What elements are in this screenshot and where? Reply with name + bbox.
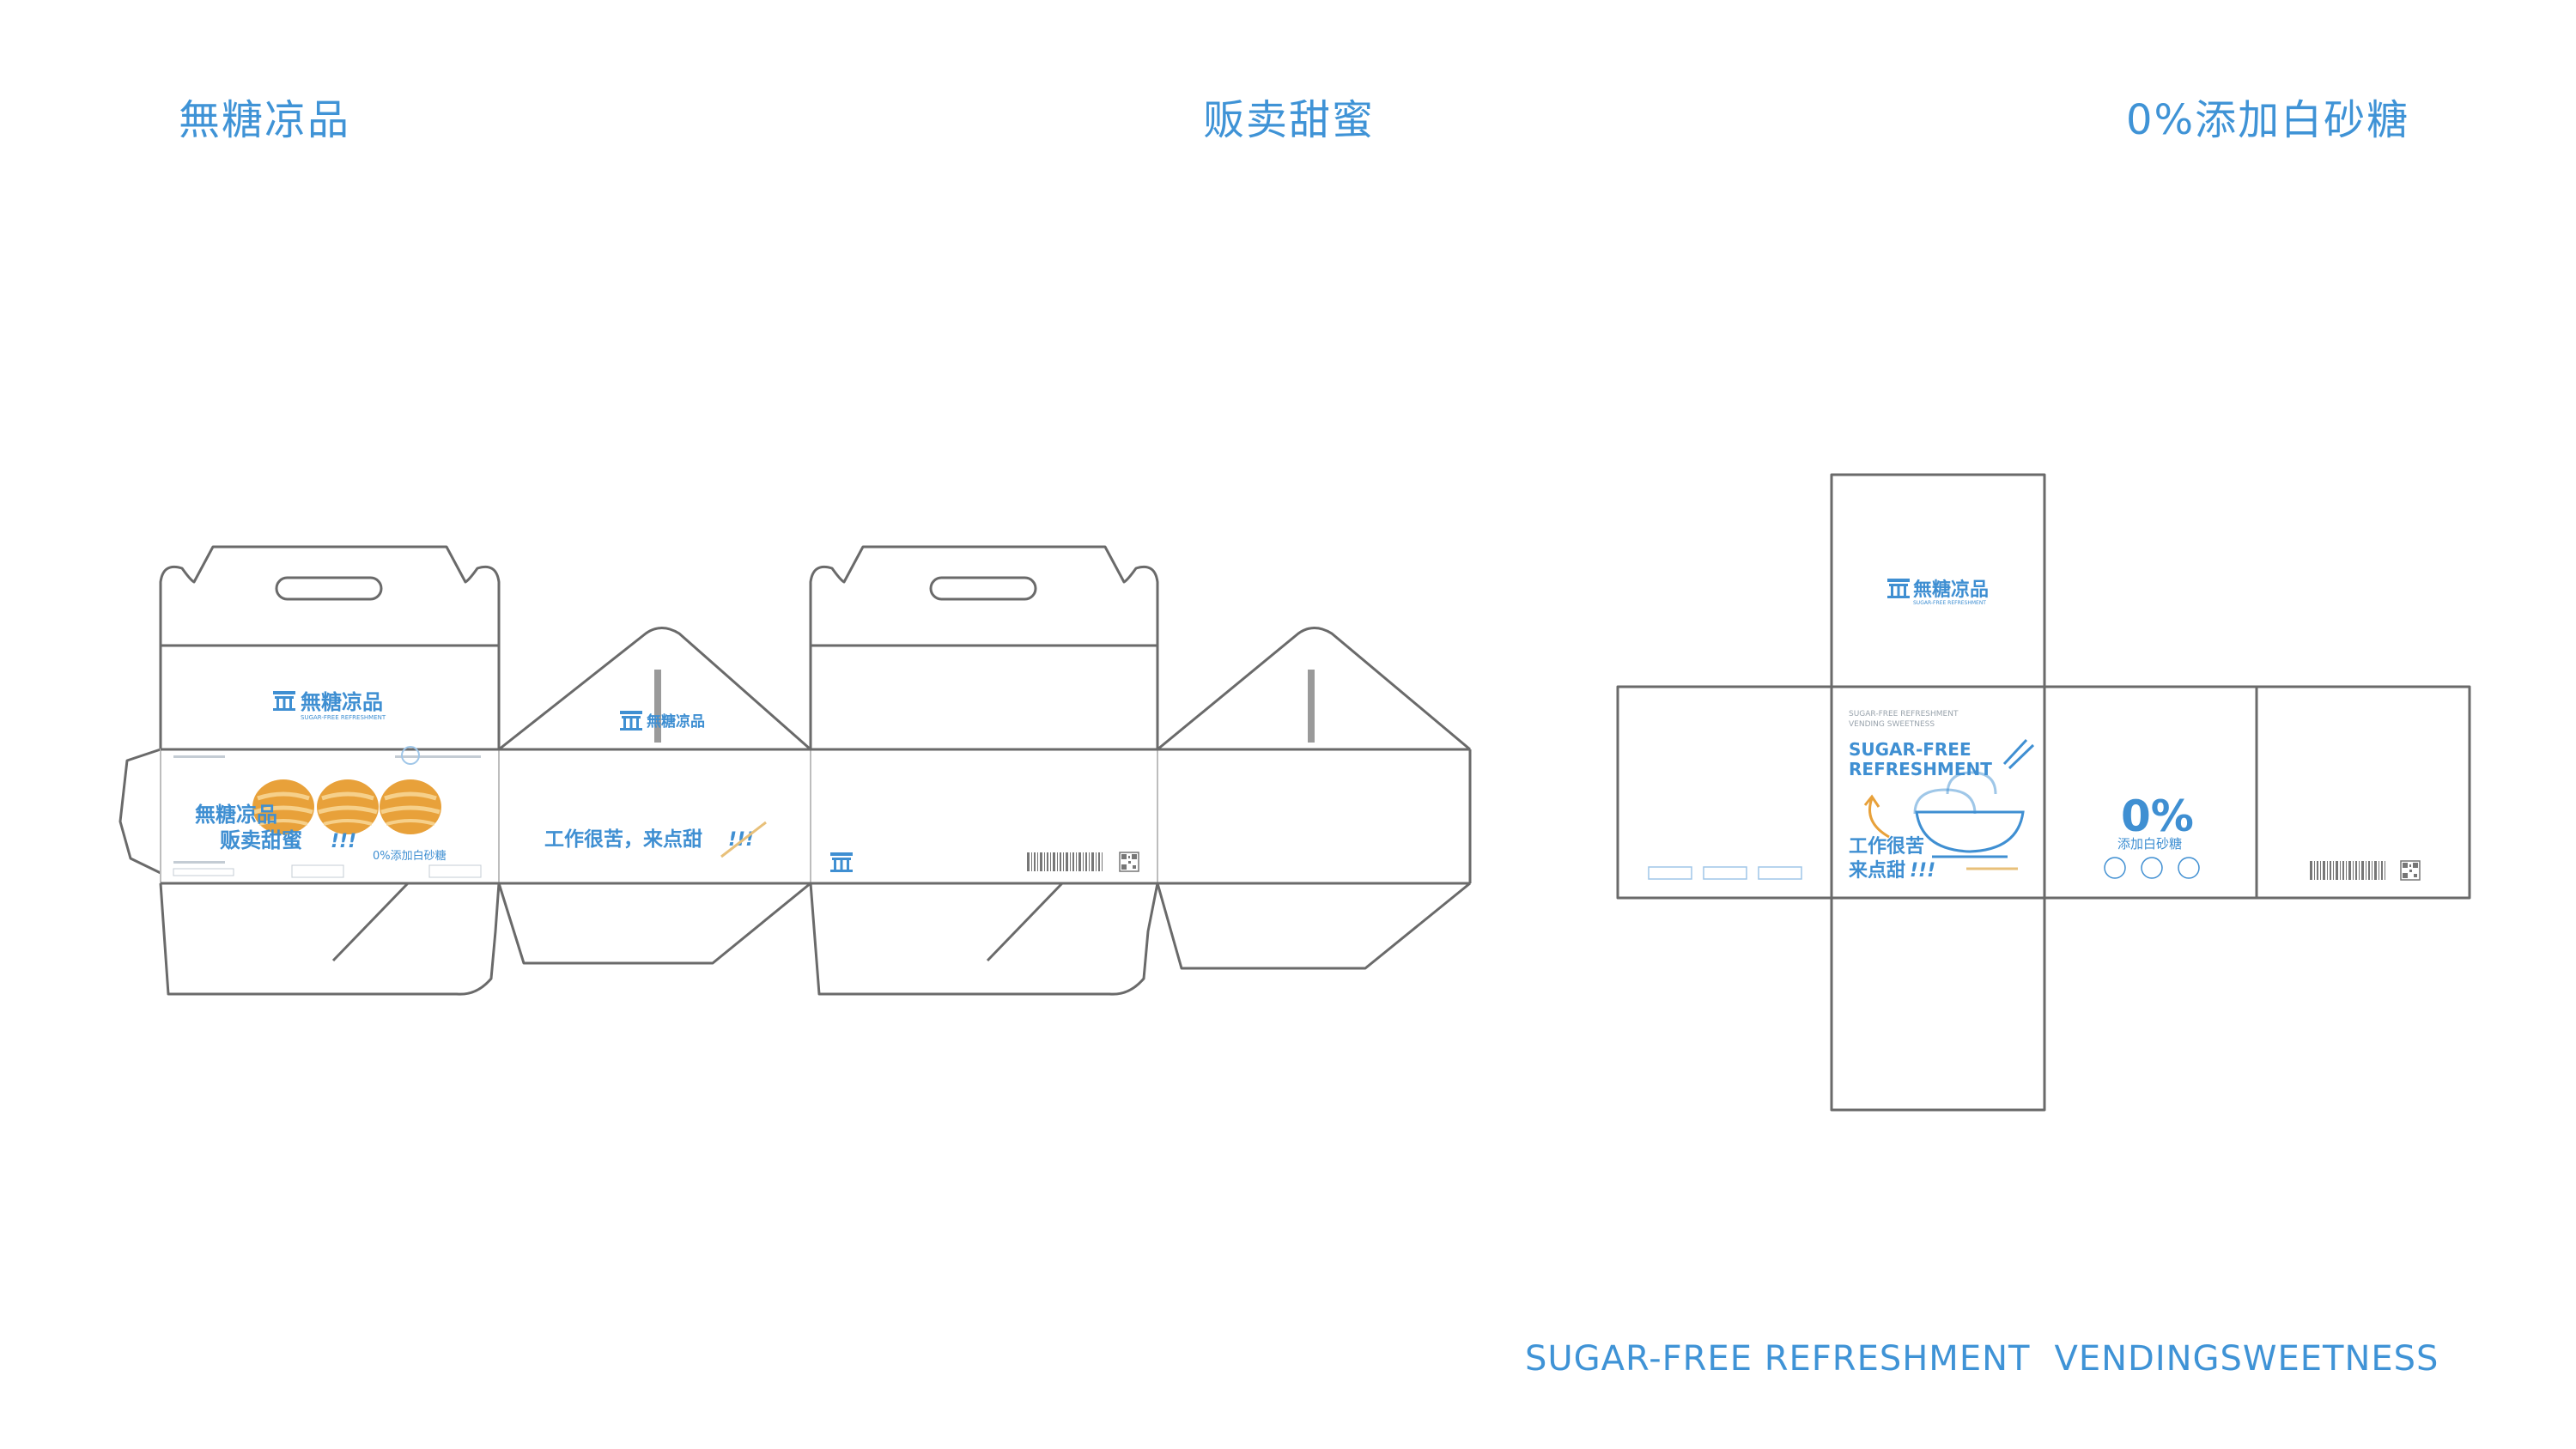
box1-back-art [830,852,1139,872]
box1-front-art: 無糖凉品 贩卖甜蜜 !!! 0%添加白砂糖 [173,746,482,878]
box1-logo-sub: SUGAR-FREE REFRESHMENT [301,714,386,721]
logo-icon [273,691,295,711]
box1-handle-flap-1 [159,545,501,646]
logo-icon [1887,579,1910,598]
box2-cn-line-2: 来点甜 [1848,859,1905,882]
box2-logo-sub: SUGAR-FREE REFRESHMENT [1913,600,1986,606]
box2-percent-caption: 添加白砂糖 [2117,836,2182,852]
box1-glue-flap [118,748,161,875]
box2-en-big-2: REFRESHMENT [1849,759,1992,779]
box2-en-small-1: SUGAR-FREE REFRESHMENT [1849,710,1959,718]
box2-percent: 0% [2121,791,2194,841]
logo-icon [830,852,853,872]
box1-front-title-1: 無糖凉品 [195,803,277,827]
footer-tagline: SUGAR-FREE REFRESHMENT VENDINGSWEETNESS [1525,1339,2439,1379]
box1-bottom-flap-2 [497,882,811,965]
qr-code-icon [2400,860,2421,881]
box1-side-slogan: 工作很苦，来点甜 [544,828,702,851]
box2-cn-line-1: 工作很苦 [1849,836,1924,858]
box1-logo-text-2: 無糖凉品 [647,712,705,731]
box2-logo: 無糖凉品 SUGAR-FREE REFRESHMENT [1887,579,1989,606]
box1-handle-hole-1 [275,576,383,601]
box1-handle-flap-2 [809,545,1159,749]
croissant-icon [317,779,379,834]
box1-top-triangle-2 [1157,627,1471,751]
box2-left-panel-art [1648,866,1802,880]
header-left: 無糖凉品 [179,96,351,144]
box1-front-tagline: 0%添加白砂糖 [373,849,447,863]
box1-bottom-flap-3 [809,882,1159,996]
box1-handle-hole-2 [929,576,1037,601]
box1-slot-2 [1308,670,1315,743]
box2-en-big-1: SUGAR-FREE [1849,739,1971,760]
box1-side-art: 工作很苦，来点甜 !!! [544,821,767,858]
box1-front-exclaim: !!! [331,831,356,852]
box2-front-art: SUGAR-FREE REFRESHMENT VENDING SWEETNESS… [1848,710,2035,882]
logo-icon [620,711,642,731]
box2-back-art [2310,860,2421,881]
box1-top-triangle-1 [498,627,811,751]
box1-bottom-flap-1 [159,882,501,996]
box2-percent-art: 0% 添加白砂糖 [2104,791,2200,879]
box2-dieline [1616,473,2471,1112]
ice-cream-bowl-icon [1863,738,2035,870]
barcode-icon [2310,861,2385,880]
box2-en-small-2: VENDING SWEETNESS [1849,720,1935,729]
footer-part-1: SUGAR-FREE REFRESHMENT [1525,1339,2031,1379]
croissant-icon [380,779,441,834]
header-center: 贩卖甜蜜 [1203,96,1376,144]
box1-dieline [118,545,1472,996]
box2-logo-text: 無糖凉品 [1913,579,1989,601]
qr-code-icon [1119,852,1139,872]
box2-cn-exclaim: !!! [1910,860,1935,882]
box1-slot-1 [654,670,661,743]
box2-bottom-panel [1830,896,2046,1112]
box1-logo-top: 無糖凉品 SUGAR-FREE REFRESHMENT [273,690,386,721]
box1-logo-triangle: 無糖凉品 [620,711,705,731]
header-right: 0%添加白砂糖 [2126,96,2410,144]
box1-bottom-flap-4 [1156,882,1471,970]
barcode-icon [1027,852,1103,871]
footer-part-2: VENDINGSWEETNESS [2054,1339,2439,1379]
box1-logo-text: 無糖凉品 [301,690,383,714]
box1-front-title-2: 贩卖甜蜜 [220,828,302,852]
